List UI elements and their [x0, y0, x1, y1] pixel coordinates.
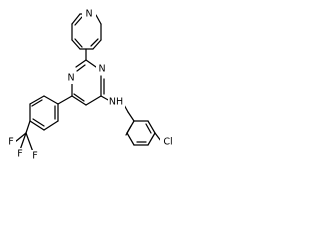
fluorine-label: F — [17, 149, 22, 160]
pyrimidine-aryl-bond — [57, 95, 73, 105]
pyrimidine-ring — [71, 59, 105, 106]
trifluoromethyl-group — [14, 132, 34, 153]
chlorine-label: Cl — [163, 137, 172, 148]
trifluoromethylphenyl-ring — [25, 95, 59, 134]
fluorine-label: F — [32, 151, 37, 162]
pyrimidine-nitrogen-label: N — [98, 64, 105, 75]
amine-nh-label: NH — [109, 97, 123, 108]
chemical-structure: N N N NH Cl F F F — [6, 8, 176, 162]
pyridine-nitrogen-label: N — [85, 9, 92, 20]
chlorophenyl-ring — [125, 120, 162, 146]
fluorine-label: F — [8, 137, 13, 148]
pyrimidine-nitrogen-label: N — [67, 73, 74, 84]
